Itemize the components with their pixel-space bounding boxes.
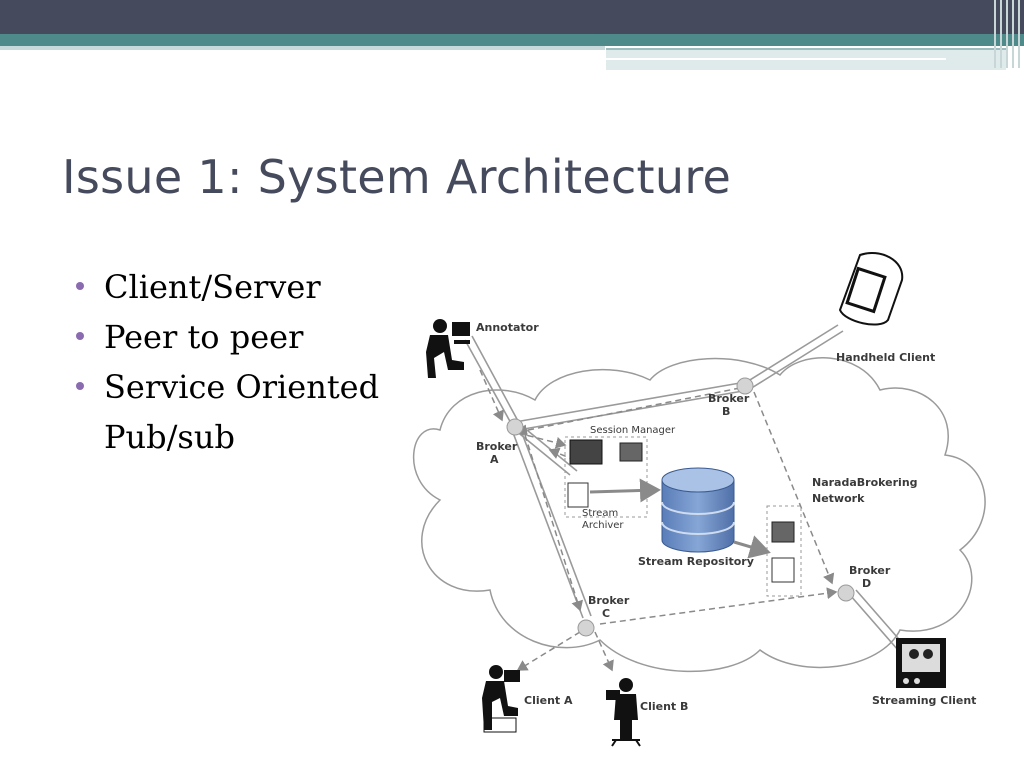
handheld-client-label: Handheld Client — [836, 351, 935, 364]
session-manager-box — [564, 436, 648, 518]
broker-a-label: Broker — [476, 440, 518, 453]
streaming-client-icon — [896, 638, 946, 688]
bullet-dot — [76, 282, 84, 290]
server-icon — [619, 442, 643, 462]
client-b-icon — [606, 678, 641, 747]
bullet-list: Client/Server Peer to peer Service Orien… — [76, 262, 406, 462]
broker-b-label: B — [722, 405, 730, 418]
header-accent-bar — [0, 34, 1024, 46]
network-label: Network — [812, 492, 865, 505]
streaming-client-label: Streaming Client — [872, 694, 976, 707]
client-b-label: Client B — [640, 700, 688, 713]
repository-link — [733, 535, 771, 559]
bullet-text: Client/Server — [104, 268, 321, 306]
stream-archiver-label: Archiver — [582, 520, 624, 531]
annotator-icon — [426, 319, 470, 378]
broker-c-label: C — [602, 607, 610, 620]
stream-repository-label: Stream Repository — [638, 555, 754, 568]
broker-b-node — [736, 377, 754, 395]
client-a-icon — [482, 665, 520, 733]
bullet-continuation: Pub/sub — [104, 418, 235, 456]
bullet-text: Peer to peer — [104, 318, 304, 356]
header-stripes — [992, 0, 1024, 68]
handheld-icon — [838, 252, 904, 326]
header-bar — [0, 0, 1024, 34]
dashed-links — [479, 369, 838, 672]
bullet-text: Service Oriented — [104, 368, 380, 406]
server-icon — [771, 521, 795, 543]
stream-repository-icon — [661, 467, 735, 553]
bullet-dot — [76, 332, 84, 340]
stream-archiver-label: Stream — [582, 508, 618, 519]
network-label: NaradaBrokering — [812, 476, 918, 489]
bullet-item: Client/Server — [76, 262, 406, 312]
archiver-icon — [771, 557, 795, 583]
broker-links — [464, 324, 905, 651]
client-a-label: Client A — [524, 694, 573, 707]
session-manager-label: Session Manager — [590, 425, 676, 436]
archiver-icon — [567, 482, 589, 508]
server-group-box — [766, 505, 802, 597]
server-icon — [569, 439, 603, 465]
annotator-label: Annotator — [476, 321, 539, 334]
bullet-dot — [76, 382, 84, 390]
archive-link — [589, 478, 661, 503]
broker-d-label: Broker — [849, 564, 891, 577]
bullet-item: Peer to peer — [76, 312, 406, 362]
broker-d-label: D — [862, 577, 871, 590]
broker-c-node — [577, 619, 595, 637]
slide-title: Issue 1: System Architecture — [62, 150, 732, 204]
broker-b-label: Broker — [708, 392, 750, 405]
header-rule — [0, 46, 605, 50]
broker-a-label: A — [490, 453, 499, 466]
architecture-diagram: Session Manager Stream Archiver Stream R… — [413, 252, 986, 747]
broker-d-node — [837, 584, 855, 602]
broker-c-label: Broker — [588, 594, 630, 607]
header-box-rule — [606, 58, 946, 60]
broker-a-node — [506, 418, 524, 436]
